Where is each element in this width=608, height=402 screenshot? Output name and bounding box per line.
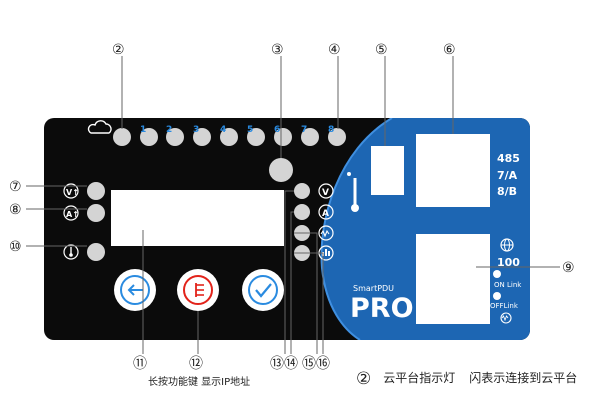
led-13 [294,183,310,199]
cloud-led [113,128,131,146]
port-window-bottom [416,234,490,324]
outlet-number-5: 5 [247,125,253,135]
callout-13: ⑬ [270,356,284,372]
panel-curve-edge [320,118,393,340]
thermometer-icon [63,244,79,260]
sensor-window [371,146,404,195]
port-label-485: 485 [497,152,520,165]
outlet-number-7: 7 [301,125,307,135]
callout-15: ⑮ [302,356,316,372]
callout-10: ⑩ [9,239,22,255]
outlet-led-4 [220,128,238,146]
legend-title: 云平台指示灯 [383,371,456,385]
on-link-label: ON Link [494,281,522,289]
back-arrow-icon [127,284,143,296]
voltage-icon: V↑ [63,183,79,199]
voltage-led [87,182,105,200]
confirm-check-icon [255,283,272,298]
left-indicators: V↑ A↑ [63,182,105,261]
off-link-led [493,292,501,300]
led-14 [294,204,310,220]
callout-11: ⑪ [133,356,147,372]
legend-line: ② 云平台指示灯闪表示连接到云平台 [356,369,577,389]
callout-9: ⑨ [562,260,575,276]
link-wave-icon [500,312,512,324]
port-label-8b: 8/B [497,185,517,198]
legend-number: ② [356,369,372,389]
port-window-top [416,134,490,207]
outlet-number-3: 3 [193,125,199,135]
brand-big: PRO [350,293,414,324]
callout-6: ⑥ [443,42,456,58]
menu-icon [195,283,204,297]
svg-text:V: V [322,188,329,198]
svg-text:A: A [322,209,329,219]
wave-icon [318,225,334,241]
cloud-icon [87,120,112,134]
current-icon: A↑ [63,205,79,221]
svg-text:A↑: A↑ [66,210,79,219]
outlet-led-1 [140,128,158,146]
function-button[interactable] [177,269,219,311]
current-mode-icon: A [318,204,334,220]
on-link-led [493,270,501,278]
voltage-mode-icon: V [318,183,334,199]
leader-lines [26,56,560,354]
callout-12: ⑫ [189,356,203,372]
outlet-led-7 [301,128,319,146]
outlet-leds: 1 2 3 4 5 6 7 8 [113,125,346,146]
function-key-caption: 长按功能键 显示IP地址 [148,377,251,388]
callout-4: ④ [328,42,341,58]
legend-description: 闪表示连接到云平台 [469,371,578,385]
port-label-7a: 7/A [497,169,518,182]
svg-text:V↑: V↑ [66,188,79,197]
outlet-number-4: 4 [220,125,226,135]
outlet-led-2 [166,128,184,146]
confirm-button[interactable] [242,269,284,311]
callout-14: ⑭ [284,356,298,372]
back-button[interactable] [114,269,156,311]
outlet-led-8 [328,128,346,146]
outlet-number-2: 2 [166,125,172,135]
main-display [111,190,284,246]
outlet-number-8: 8 [328,125,334,135]
temperature-sensor-icon [347,172,359,212]
callout-16: ⑯ [316,356,330,372]
outlet-led-6 [274,128,292,146]
status-led [269,158,293,182]
outlet-number-6: 6 [274,125,280,135]
outlet-led-5 [247,128,265,146]
brand-small: SmartPDU [353,284,394,293]
outlet-led-3 [193,128,211,146]
temperature-led [87,243,105,261]
current-led [87,204,105,222]
callout-2: ② [112,42,125,58]
globe-icon [500,238,514,252]
callout-3: ③ [271,42,284,58]
callout-8: ⑧ [9,202,22,218]
network-value: 100 [497,256,520,269]
off-link-label: OFFLink [490,302,519,310]
outlet-number-1: 1 [140,125,146,135]
callout-7: ⑦ [9,179,22,195]
callout-5: ⑤ [375,42,388,58]
